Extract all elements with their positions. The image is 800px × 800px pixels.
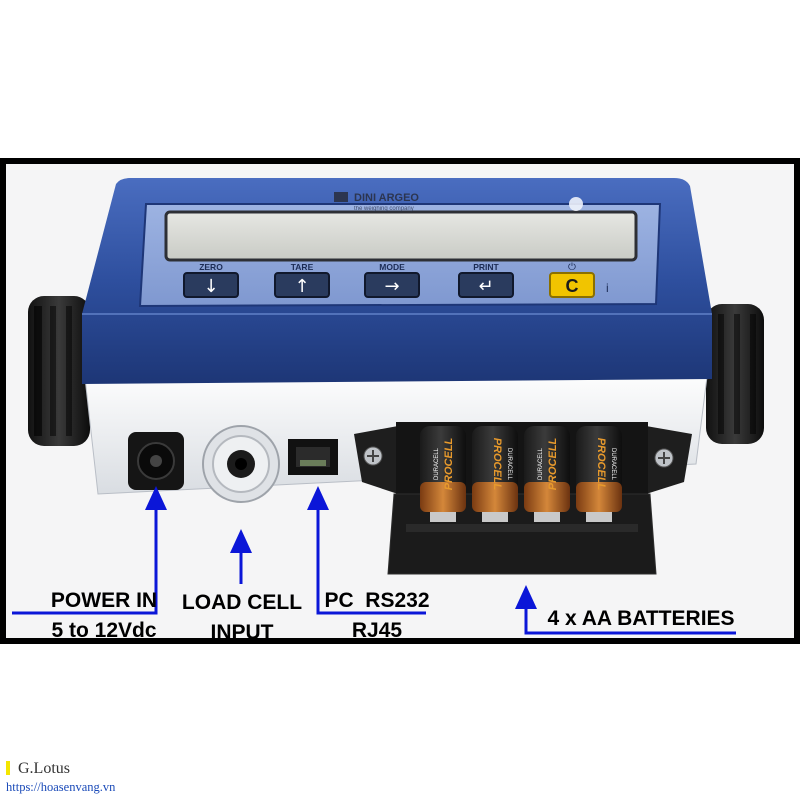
power-in-arrow-line (12, 496, 158, 615)
arrow-right-icon: → (384, 276, 399, 297)
info-icon: i (606, 281, 609, 295)
key-label-zero: ZERO (199, 262, 223, 272)
battery-model-1: PROCELL (443, 437, 455, 490)
batteries-title: 4 x AA BATTERIES (547, 607, 735, 630)
callout-arrowheads (145, 486, 537, 609)
brand-logo: DINI ARGEO (354, 192, 419, 204)
battery-model-3: PROCELL (547, 437, 559, 490)
arrow-up-icon: ↑ (294, 276, 309, 297)
left-knob (28, 296, 90, 446)
photo-frame: DINI ARGEO the weighing company ZERO TAR… (0, 158, 800, 644)
battery-brand-2: DURACELL (506, 448, 512, 481)
indicator-device: DINI ARGEO the weighing company ZERO TAR… (12, 178, 764, 635)
pc-rj45-subtitle: RJ45 (351, 619, 403, 638)
key-label-print: PRINT (473, 262, 499, 272)
battery-3: DURACELL PROCELL (524, 426, 570, 522)
brand-tagline: the weighing company (354, 206, 414, 212)
power-icon: ⏻ (568, 262, 576, 273)
watermark-name: G.Lotus (18, 760, 70, 777)
battery-2: DURACELL PROCELL (472, 426, 518, 522)
load-cell-subtitle: INPUT (210, 621, 274, 638)
battery-brand-3: DURACELL (538, 447, 544, 480)
clear-key-label: C (566, 276, 579, 296)
callout-lines (12, 496, 736, 635)
batteries-arrowhead (515, 585, 537, 609)
lcd-display (164, 210, 638, 262)
mode-key[interactable]: → (364, 272, 420, 298)
battery-brand-4: DURACELL (610, 448, 616, 481)
tare-key[interactable]: ↑ (274, 272, 330, 298)
battery-model-4: PROCELL (595, 438, 607, 491)
rs232-arrow-line (316, 496, 426, 615)
key-label-tare: TARE (291, 262, 314, 272)
power-in-title: POWER IN (50, 589, 158, 612)
print-key[interactable]: ↵ (458, 272, 514, 298)
battery-brand-1: DURACELL (434, 447, 440, 480)
rj45-port (288, 439, 338, 475)
load-cell-title: LOAD CELL (181, 591, 303, 614)
battery-1: DURACELL PROCELL (420, 426, 466, 522)
key-label-mode: MODE (379, 262, 405, 272)
batteries-label: 4 x AA BATTERIES (546, 607, 736, 631)
battery-4: DURACELL PROCELL (576, 426, 622, 522)
zero-key[interactable]: ↓ (183, 272, 239, 298)
power-in-arrowhead (145, 486, 167, 510)
load-cell-arrowhead (230, 529, 252, 553)
return-arrow-icon: ↵ (478, 276, 493, 297)
product-photo: DINI ARGEO the weighing company ZERO TAR… (6, 164, 794, 638)
arrow-down-icon: ↓ (203, 276, 218, 297)
pc-rs232-label: PC RS232 RJ45 (312, 589, 442, 638)
indicator-led (569, 197, 583, 211)
watermark-bar (6, 761, 10, 775)
load-cell-gland (202, 425, 280, 503)
load-cell-label: LOAD CELL INPUT (172, 591, 312, 638)
right-knob (706, 304, 764, 444)
power-in-voltage: 5 to 12Vdc (51, 619, 157, 638)
battery-model-2: PROCELL (491, 438, 503, 491)
power-in-label: POWER IN 5 to 12Vdc (34, 589, 174, 638)
watermark-url[interactable]: https://hoasenvang.vn (6, 780, 116, 794)
battery-compartment (354, 422, 692, 575)
rs232-arrowhead (307, 486, 329, 510)
pc-rs232-title: PC RS232 (324, 589, 430, 612)
power-jack (128, 432, 184, 490)
clear-key[interactable]: ⏻ C i (549, 262, 609, 298)
batteries-arrow-line (524, 598, 736, 635)
